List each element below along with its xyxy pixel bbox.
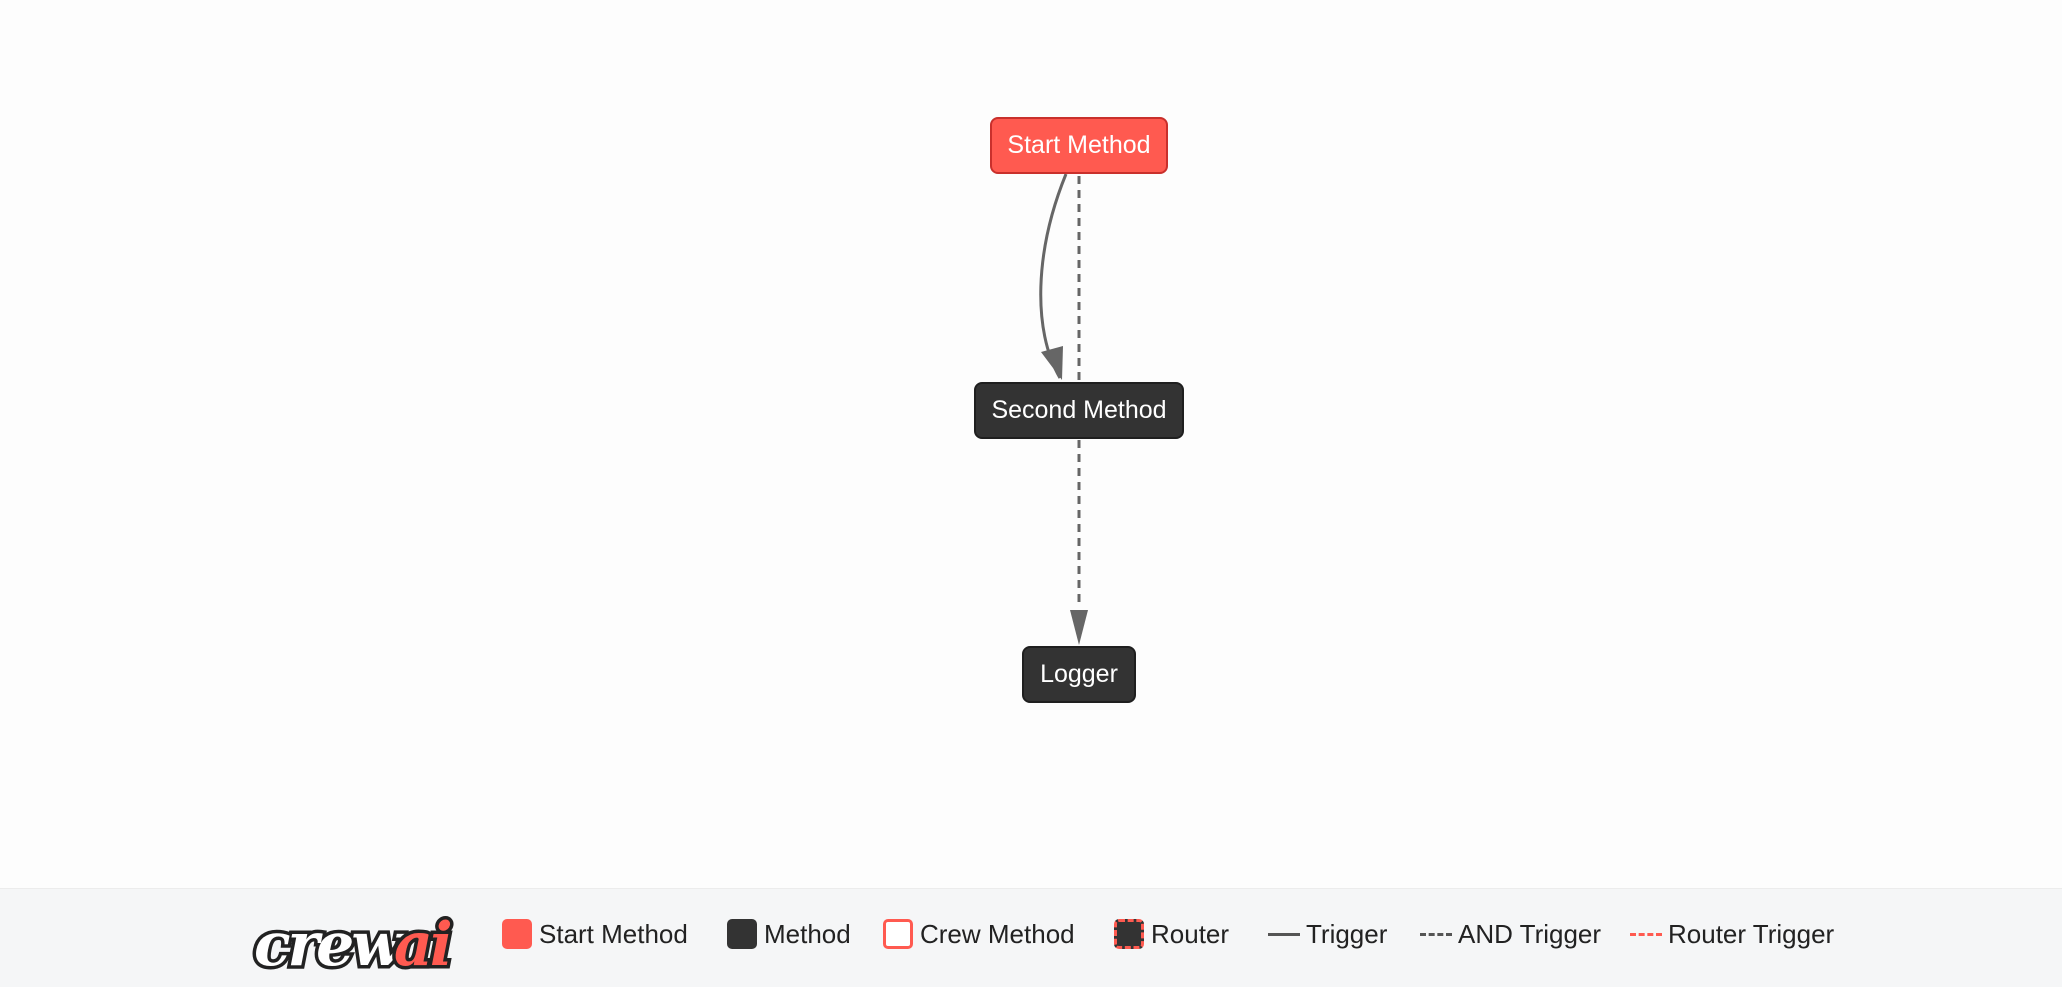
legend-start-method: Start Method: [502, 917, 688, 951]
svg-text:ai: ai: [394, 910, 451, 977]
legend-crew-method-label: Crew Method: [920, 918, 1075, 949]
edge-second-to-logger-arrowhead: [1070, 610, 1088, 645]
node-logger-label: Logger: [1040, 660, 1118, 688]
legend-router-label: Router: [1151, 918, 1230, 949]
trigger-line-icon: [1268, 932, 1300, 936]
edge-start-to-second-arrowhead: [1041, 346, 1063, 380]
edges-layer: [1039, 173, 1088, 645]
legend-router-trigger-label: Router Trigger: [1668, 918, 1835, 949]
crew-method-swatch-icon: [883, 919, 913, 949]
legend-router: Router: [1114, 917, 1229, 951]
node-logger[interactable]: Logger: [1022, 646, 1136, 703]
method-swatch-icon: [727, 919, 757, 949]
svg-text:crew: crew: [254, 910, 405, 977]
legend-method: Method: [727, 917, 851, 951]
legend-trigger-label: Trigger: [1306, 918, 1388, 949]
legend-start-method-label: Start Method: [539, 918, 688, 949]
start-method-swatch-icon: [502, 919, 532, 949]
legend-and-trigger-label: AND Trigger: [1458, 918, 1602, 949]
flow-canvas[interactable]: Start Method Second Method Logger: [0, 0, 2062, 888]
and-trigger-line-icon: [1420, 932, 1452, 936]
router-swatch-icon: [1114, 919, 1144, 949]
crewai-logo: crew ai: [251, 907, 458, 977]
legend-trigger: Trigger: [1268, 917, 1387, 951]
legend-and-trigger: AND Trigger: [1420, 917, 1601, 951]
node-start-method[interactable]: Start Method: [990, 117, 1168, 174]
router-trigger-line-icon: [1630, 932, 1662, 936]
legend-method-label: Method: [764, 918, 851, 949]
node-second-method[interactable]: Second Method: [974, 382, 1184, 439]
legend-crew-method: Crew Method: [883, 917, 1075, 951]
legend-bar: crew ai Start Method Method Crew Method …: [0, 888, 2062, 987]
node-start-method-label: Start Method: [1007, 131, 1151, 159]
legend-router-trigger: Router Trigger: [1630, 917, 1834, 951]
node-second-method-label: Second Method: [991, 396, 1167, 424]
